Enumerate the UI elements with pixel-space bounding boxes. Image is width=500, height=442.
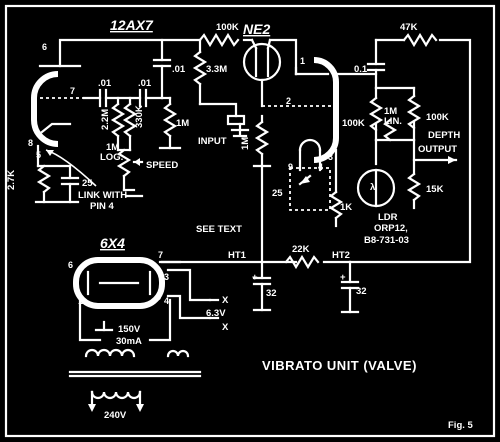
- label-speed: SPEED: [146, 160, 178, 171]
- left-cathode: [40, 122, 72, 134]
- pin-3-6x4: 3: [164, 272, 169, 282]
- label-2k7: 2.7K: [6, 170, 17, 190]
- label-100k-a: 100K: [342, 118, 365, 129]
- resistor-100k-a: [368, 96, 384, 132]
- resistor-1m-a: [162, 102, 178, 138]
- pin-4-6x4: 4: [164, 296, 169, 306]
- label-plus-a: +: [252, 272, 258, 283]
- figure-title: VIBRATO UNIT (VALVE): [262, 358, 417, 373]
- resistor-100k-depth: [406, 94, 422, 130]
- label-log: LOG.: [100, 152, 123, 163]
- pin-1-12ax7: 1: [300, 56, 305, 66]
- label-15k: 15K: [426, 184, 444, 195]
- pin-5-6x4: 5: [156, 292, 161, 302]
- label-6v3: 6.3V: [206, 308, 226, 319]
- see-text-box: [289, 167, 331, 211]
- resistor-1k: [328, 190, 344, 220]
- pin-7-6x4: 7: [158, 250, 163, 260]
- label-link-1: LINK WITH: [78, 190, 127, 201]
- label-100k-depth: 100K: [426, 112, 449, 123]
- pin-7-12ax7: 7: [70, 86, 75, 96]
- label-x1: X: [222, 295, 229, 306]
- input-jack: [226, 114, 246, 126]
- resistor-2m2: [110, 102, 126, 138]
- valve-6x4-envelope: [73, 257, 165, 309]
- label-ht1: HT1: [228, 250, 247, 261]
- label-2m2: 2.2M: [100, 109, 111, 130]
- label-22k: 22K: [292, 244, 310, 255]
- label-1k: 1K: [340, 202, 352, 213]
- label-c1: .01: [98, 78, 112, 89]
- label-ldr: LDR: [378, 212, 398, 223]
- wire-top-left: [58, 38, 202, 68]
- pin-6-6x4: 6: [68, 260, 73, 270]
- valve-12ax7-right-envelope: [313, 57, 339, 163]
- resistor-2k7: [36, 164, 52, 194]
- label-link-2: PIN 4: [90, 201, 114, 212]
- label-ldr-symbol: λ: [370, 182, 376, 193]
- transformer-primary-coil: [90, 390, 142, 400]
- label-32-a: 32: [266, 288, 277, 299]
- pin-8-12ax7: 8: [28, 138, 33, 148]
- label-plus-b: +: [340, 272, 346, 283]
- label-12ax7: 12AX7: [110, 17, 154, 33]
- label-depth: DEPTH: [428, 130, 460, 141]
- pin-5-12ax7: 5: [36, 150, 41, 160]
- pin-2-12ax7: 2: [286, 96, 291, 106]
- pot-1m-log: [116, 148, 132, 178]
- label-47k: 47K: [400, 22, 418, 33]
- label-c2: .01: [138, 78, 152, 89]
- label-30ma: 30mA: [116, 336, 142, 347]
- valve-12ax7-left-envelope: [31, 71, 59, 147]
- label-x2: X: [222, 322, 229, 333]
- label-c01: 0.1: [354, 64, 368, 75]
- label-lin: LIN.: [384, 116, 402, 127]
- label-1m-b: 1M: [240, 137, 251, 150]
- label-b8: B8-731-03: [364, 235, 409, 246]
- pin-9-12ax7: 9: [288, 162, 293, 172]
- label-output: OUTPUT: [418, 144, 457, 155]
- label-330k: 330K: [134, 105, 145, 128]
- figure-label: Fig. 5: [448, 420, 474, 431]
- label-c25: 25: [82, 178, 93, 189]
- label-ne2: NE2: [243, 21, 270, 37]
- label-orp12: ORP12,: [374, 223, 408, 234]
- label-3m3: 3.3M: [206, 64, 227, 75]
- label-c25-b: 25: [272, 188, 283, 199]
- pin-6-12ax7: 6: [42, 42, 47, 52]
- label-150v: 150V: [118, 324, 141, 335]
- pin-3-12ax7: 3: [328, 152, 333, 162]
- label-r-top: 100K: [216, 22, 239, 33]
- pin-1-6x4: 1: [78, 296, 83, 306]
- label-240v: 240V: [104, 410, 127, 421]
- label-1m-a: 1M: [176, 118, 189, 129]
- pot-1m-lin: [383, 118, 398, 142]
- resistor-47k: [402, 32, 438, 48]
- resistor-100k-top: [198, 32, 240, 48]
- label-32-b: 32: [356, 286, 367, 297]
- label-c3: .01: [172, 64, 186, 75]
- resistor-330k: [122, 102, 138, 138]
- resistor-3m3: [192, 50, 208, 86]
- resistor-15k: [406, 172, 422, 202]
- label-pot-1m-lin: 1M: [384, 106, 397, 117]
- transformer-secondary-coil: [84, 348, 136, 358]
- label-6x4: 6X4: [100, 235, 125, 251]
- label-input: INPUT: [198, 136, 227, 147]
- label-ht2: HT2: [332, 250, 350, 261]
- resistor-22k: [284, 254, 320, 270]
- label-pot-1m: 1M: [106, 142, 119, 153]
- resistor-1m-b: [254, 120, 270, 156]
- frame-border: [4, 4, 496, 438]
- pin-4-12ax7: 4: [318, 162, 323, 172]
- label-see-text: SEE TEXT: [196, 224, 242, 235]
